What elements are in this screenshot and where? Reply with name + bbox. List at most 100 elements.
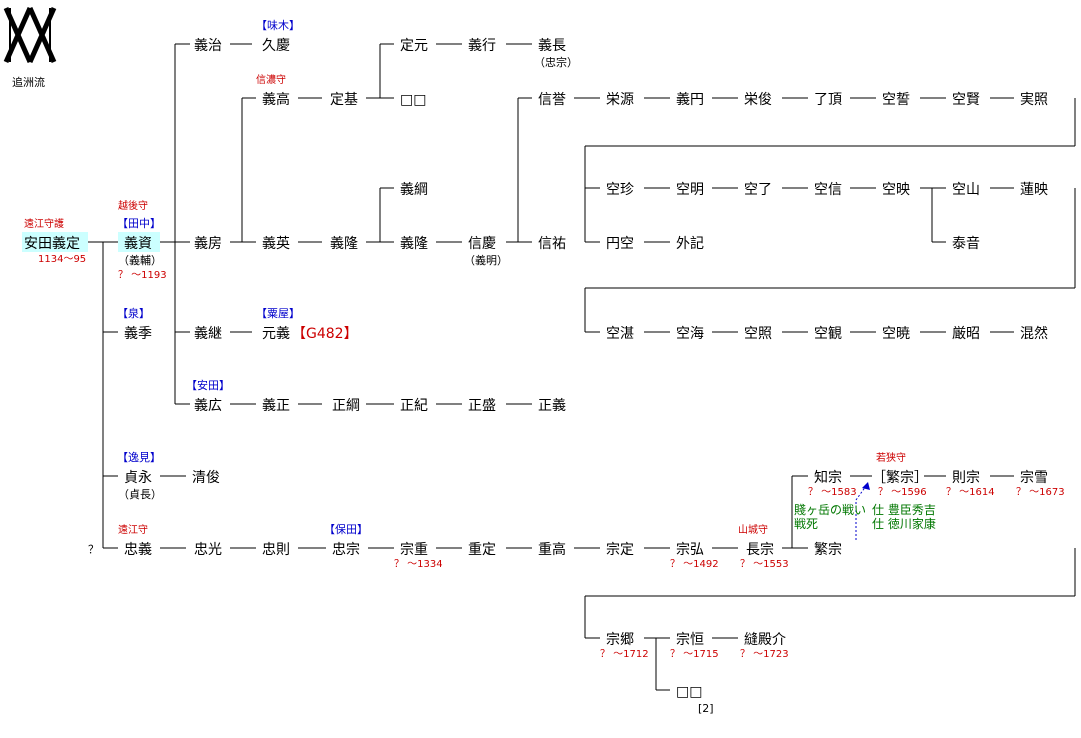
alias-yoshisuke: （義輔） [118, 253, 162, 267]
alias-sadanaga: （貞長） [118, 488, 162, 501]
years-norimune: ？ ～1614 [946, 487, 995, 498]
person-masatsuna: 正綱 [332, 398, 360, 414]
title-tadayoshi: 遠江守 [118, 523, 148, 536]
person-norimune: 則宗 [952, 470, 980, 486]
person-sadanaga: 貞永 [124, 470, 152, 486]
person-kuchin: 空珍 [606, 182, 634, 198]
person-unknown-2: □□ [676, 684, 702, 700]
person-yoshitaka3: 義隆 [400, 235, 428, 252]
person-taion: 泰音 [952, 235, 980, 252]
person-unknown-q: ？ [88, 543, 99, 556]
clan-tadamune: 【保田】 [324, 522, 368, 536]
years-nagamune: ？ ～1553 [740, 559, 789, 570]
years-yoshisada: 1134～95 [38, 254, 86, 265]
person-shigesada: 重定 [468, 542, 496, 558]
note-battle-1: 賤ヶ岳の戦い [794, 502, 866, 517]
person-yoshihiro: 義広 [194, 397, 222, 414]
person-munehiro: 宗弘 [676, 542, 704, 558]
years-tomomune: ？ ～1583 [808, 487, 857, 498]
alias-yoshinaga: （忠宗） [534, 55, 578, 69]
person-masamori: 正盛 [468, 398, 496, 414]
years-munesato: ？ ～1712 [600, 649, 649, 660]
person-enku: 円空 [606, 236, 634, 252]
years-nuidonosuke: ？ ～1723 [740, 649, 789, 660]
person-gensho: 厳昭 [952, 326, 980, 342]
person-kiyotoshi: 清俊 [192, 470, 220, 486]
note-battle-2: 戦死 [794, 517, 818, 531]
clan-sadanaga: 【逸見】 [117, 451, 161, 464]
years-shigemune-b: ？ ～1596 [878, 487, 927, 498]
note-serve-2: 仕 徳川家康 [872, 516, 936, 531]
highlight-yoshisuke [118, 232, 160, 252]
person-yoshitaka2: 義隆 [330, 235, 358, 252]
person-yoshisuke: 義資 [124, 235, 152, 252]
person-jissho: 実照 [1020, 92, 1048, 108]
clan-yoshisue: 【泉】 [117, 306, 150, 320]
person-nuidonosuke: 縫殿介 [744, 632, 786, 648]
person-kuei: 空映 [882, 182, 910, 198]
clan-yoshisuke: 【田中】 [117, 217, 161, 230]
person-eishun: 栄俊 [744, 92, 772, 108]
crest-label: 追洲流 [12, 75, 45, 89]
person-kukan: 空観 [814, 325, 842, 342]
family-crest-icon [3, 6, 57, 64]
person-yoshinaga: 義長 [538, 37, 566, 54]
note-unknown-2: [2] [698, 702, 714, 715]
person-kuzan: 空山 [952, 182, 980, 198]
clan-yoshihiro: 【安田】 [186, 378, 230, 392]
person-shigemune: 繁宗 [814, 542, 842, 558]
person-motoyoshi: 元義 [262, 325, 290, 342]
person-yoshitsuna: 義綱 [400, 181, 428, 198]
person-tadamitsu: 忠光 [194, 542, 222, 558]
person-yoshitaka: 義高 [262, 91, 290, 108]
person-muneyuki: 宗雪 [1020, 470, 1048, 486]
person-yoshisue: 義季 [124, 325, 152, 342]
person-eigen: 栄源 [606, 92, 634, 108]
highlight-yoshisada [22, 232, 88, 252]
ref-motoyoshi: 【G482】 [292, 326, 358, 342]
person-kushin: 空信 [814, 182, 842, 198]
adoption-arrow [855, 482, 870, 540]
person-yoshihide: 義英 [262, 235, 290, 252]
title-shigemune-b: 若狭守 [876, 451, 906, 464]
connector-lines [88, 43, 1076, 691]
person-kutan: 空湛 [606, 326, 634, 342]
note-serve-1: 仕 豊臣秀吉 [872, 503, 936, 517]
person-tomomune: 知宗 [814, 469, 842, 486]
person-nodes: 遠江守護 安田義定 1134～95 越後守 【田中】 義資 （義輔） ？ ～11… [24, 19, 1065, 715]
person-shigetaka: 重高 [538, 541, 566, 558]
person-yoshiyuki: 義行 [468, 37, 496, 54]
person-unknown-1: □□ [400, 92, 426, 108]
person-kusho: 空照 [744, 326, 772, 342]
person-kuken: 空賢 [952, 92, 980, 108]
person-shinyo: 信誉 [538, 92, 566, 108]
title-nagamune: 山城守 [738, 523, 768, 536]
person-sadamoto2: 定基 [330, 91, 358, 108]
person-yoshimasa: 義正 [262, 397, 290, 414]
person-yoshitsugu: 義継 [194, 325, 222, 342]
years-yoshisuke: ？ ～1193 [118, 270, 167, 281]
title-yoshitaka: 信濃守 [256, 73, 286, 86]
person-kukai: 空海 [676, 326, 704, 342]
person-munesada: 宗定 [606, 542, 634, 558]
person-munetsune: 宗恒 [676, 632, 704, 648]
title-yoshisada: 遠江守護 [24, 217, 64, 230]
person-masayoshi: 正義 [538, 397, 566, 414]
person-kumyo: 空明 [676, 182, 704, 198]
person-tadamune: 忠宗 [332, 542, 360, 558]
person-gien: 義円 [676, 91, 704, 108]
years-munehiro: ？ ～1492 [670, 559, 719, 570]
clan-motoyoshi: 【粟屋】 [256, 307, 300, 320]
person-muneshige: 宗重 [400, 542, 428, 558]
person-tadanori: 忠則 [262, 542, 290, 558]
years-muneyuki: ？ ～1673 [1016, 487, 1065, 498]
person-yasuda-yoshisada: 安田義定 [24, 235, 80, 252]
person-nobuyoshi: 信慶 [468, 236, 496, 252]
clan-hisayoshi: 【味木】 [256, 19, 300, 32]
person-yoshifusa: 義房 [194, 235, 222, 252]
person-konnen: 混然 [1020, 325, 1048, 342]
person-kugyo: 空暁 [882, 326, 910, 342]
person-sadamoto: 定元 [400, 38, 428, 54]
person-kusei: 空誓 [882, 92, 910, 108]
